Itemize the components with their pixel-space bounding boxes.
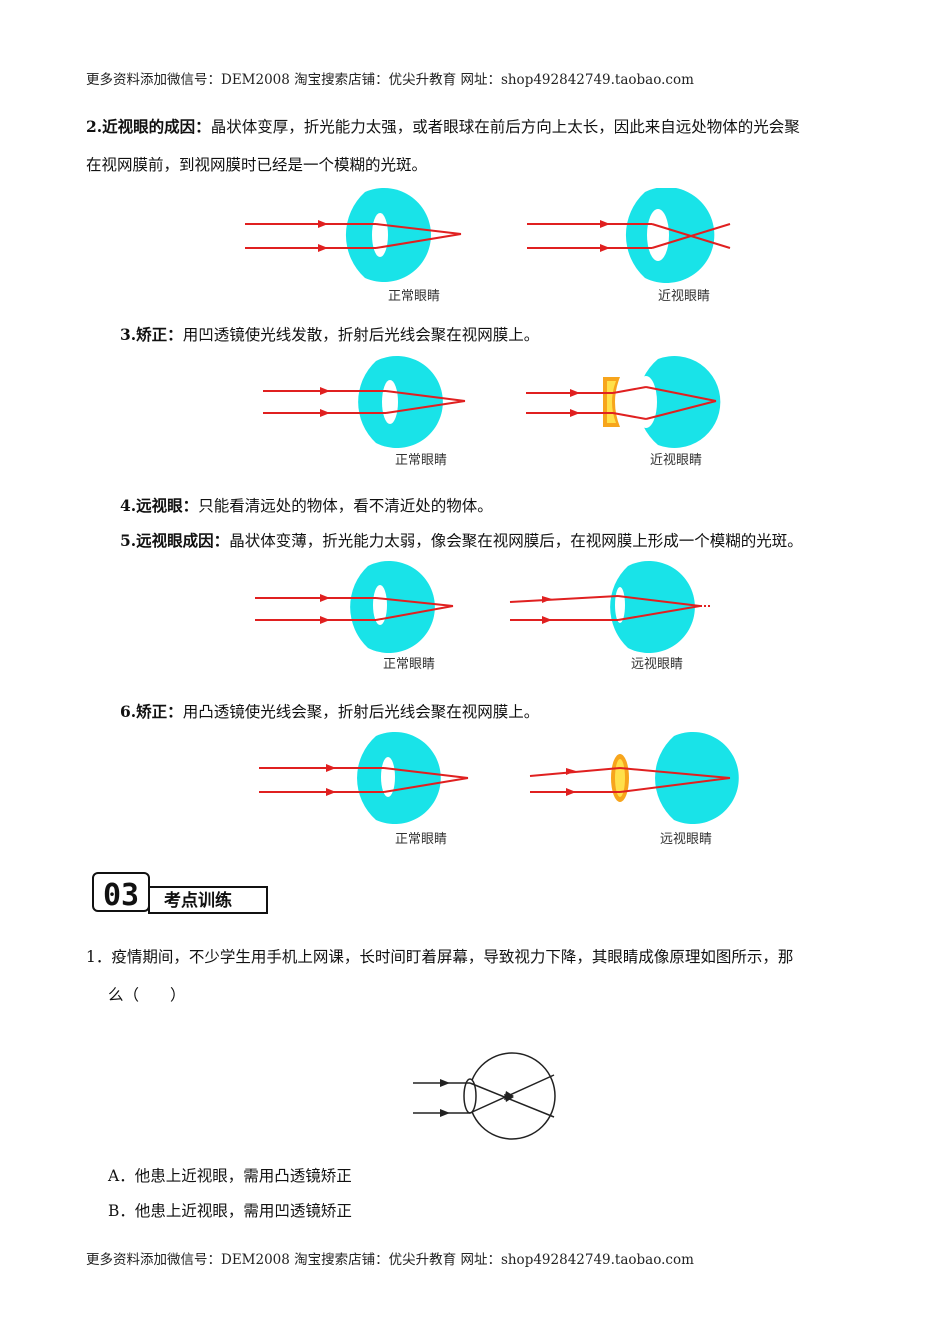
corrected-myopic-eye-diagram: 近视眼睛	[526, 356, 721, 468]
light-rays	[527, 223, 731, 249]
item5-paragraph: 5.远视眼成因：晶状体变薄，折光能力太弱，像会聚在视网膜后，在视网膜上形成一个模…	[120, 522, 803, 560]
question1-stem: 1．疫情期间，不少学生用手机上网课，长时间盯着屏幕，导致视力下降，其眼睛成像原理…	[86, 938, 876, 1014]
eyeball-shape	[637, 356, 721, 448]
figure-myopia-correction: 正常眼睛 近视眼睛	[263, 356, 721, 468]
item2-line1: 晶状体变厚，折光能力太强，或者眼球在前后方向上太长，因此来自远处物体的光会聚	[210, 118, 800, 136]
caption-hyperopic-eye: 远视眼睛	[660, 832, 712, 847]
item6-label: 6.矫正：	[120, 702, 183, 721]
light-rays	[245, 223, 462, 249]
eyeball-shape	[610, 561, 695, 653]
eyeball-shape	[358, 356, 443, 448]
section-number: 03	[103, 878, 139, 913]
eyeball-shape	[350, 561, 435, 653]
option-a[interactable]: A．他患上近视眼，需用凸透镜矫正	[108, 1167, 352, 1185]
crystalline-lens	[372, 213, 388, 257]
myopic-eye-diagram: 近视眼睛	[527, 188, 731, 304]
section-title: 考点训练	[163, 890, 232, 911]
item3-paragraph: 3.矫正：用凹透镜使光线发散，折射后光线会聚在视网膜上。	[120, 316, 539, 354]
crystalline-lens	[381, 757, 395, 797]
page-header: 更多资料添加微信号：DEM2008 淘宝搜索店铺：优尖升教育 网址：shop49…	[86, 72, 694, 88]
figure-hyperopia-cause: 正常眼睛 远视眼睛	[255, 561, 712, 672]
question1-line2: 么（ ）	[108, 986, 186, 1004]
light-rays	[526, 386, 717, 420]
eyeball-shape	[357, 732, 441, 824]
normal-eye-diagram: 正常眼睛	[255, 561, 454, 672]
normal-eye-diagram: 正常眼睛	[245, 188, 462, 304]
normal-eye-diagram: 正常眼睛	[259, 732, 469, 847]
caption-myopic-eye: 近视眼睛	[658, 289, 710, 304]
eyeball-shape	[345, 188, 431, 282]
page-footer: 更多资料添加微信号：DEM2008 淘宝搜索店铺：优尖升教育 网址：shop49…	[86, 1252, 694, 1268]
crystalline-lens	[647, 209, 669, 261]
caption-normal-eye: 正常眼睛	[383, 657, 435, 672]
caption-normal-eye: 正常眼睛	[388, 289, 440, 304]
item2-paragraph: 2.近视眼的成因：晶状体变厚，折光能力太强，或者眼球在前后方向上太长，因此来自远…	[86, 108, 876, 184]
corrected-hyperopic-eye-diagram: 远视眼睛	[529, 732, 739, 847]
question1-line1: 1．疫情期间，不少学生用手机上网课，长时间盯着屏幕，导致视力下降，其眼睛成像原理…	[86, 948, 794, 966]
section-badge: 03 考点训练	[92, 872, 268, 914]
item2-line2: 在视网膜前，到视网膜时已经是一个模糊的光斑。	[86, 156, 428, 174]
item2-label: 2.近视眼的成因：	[86, 117, 211, 136]
question1-eye-figure	[413, 1052, 556, 1140]
caption-hyperopic-eye: 远视眼睛	[631, 657, 683, 672]
crystalline-lens	[641, 759, 651, 795]
light-rays	[509, 595, 701, 621]
normal-eye-diagram: 正常眼睛	[263, 356, 466, 468]
item4-text: 只能看清远处的物体，看不清近处的物体。	[198, 497, 493, 515]
caption-normal-eye: 正常眼睛	[395, 832, 447, 847]
crystalline-lens	[615, 587, 625, 623]
item6-text: 用凸透镜使光线会聚，折射后光线会聚在视网膜上。	[182, 703, 540, 721]
hyperopic-eye-diagram: 远视眼睛	[509, 561, 712, 672]
crystalline-lens	[382, 380, 398, 424]
item3-text: 用凹透镜使光线发散，折射后光线会聚在视网膜上。	[182, 326, 540, 344]
item4-label: 4.远视眼：	[120, 496, 199, 515]
eyeball-shape	[655, 732, 739, 824]
figure-myopia-cause: 正常眼睛 近视眼睛	[245, 188, 731, 304]
item5-label: 5.远视眼成因：	[120, 531, 230, 550]
figure-hyperopia-correction: 正常眼睛 远视眼睛	[259, 732, 739, 847]
option-b[interactable]: B．他患上近视眼，需用凹透镜矫正	[108, 1202, 352, 1220]
light-rays	[255, 597, 454, 621]
item4-paragraph: 4.远视眼：只能看清远处的物体，看不清近处的物体。	[120, 487, 493, 525]
item6-paragraph: 6.矫正：用凸透镜使光线会聚，折射后光线会聚在视网膜上。	[120, 693, 539, 731]
crystalline-lens	[373, 585, 387, 625]
caption-normal-eye: 正常眼睛	[395, 453, 447, 468]
eyeball-shape	[625, 188, 715, 283]
ray-arrows	[440, 1079, 514, 1117]
caption-myopic-eye: 近视眼睛	[650, 453, 702, 468]
crystalline-lens	[635, 376, 657, 428]
item5-text: 晶状体变薄，折光能力太弱，像会聚在视网膜后，在视网膜上形成一个模糊的光斑。	[229, 532, 803, 550]
item3-label: 3.矫正：	[120, 325, 183, 344]
light-rays	[259, 767, 469, 793]
